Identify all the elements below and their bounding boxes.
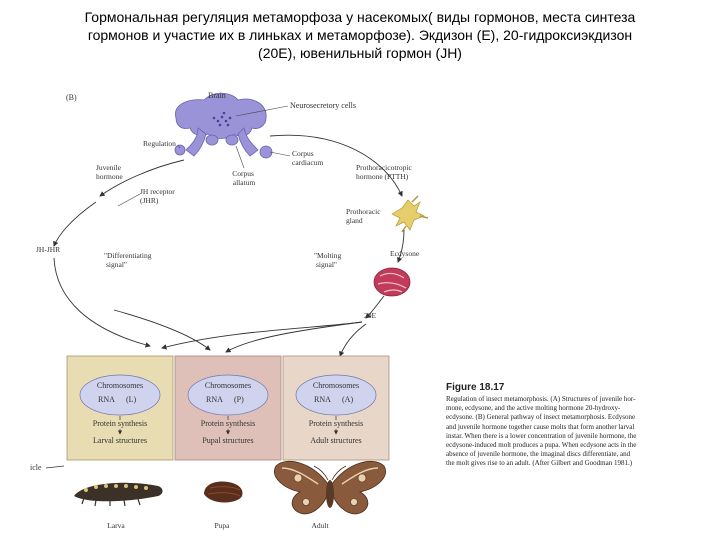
jh-jhr-arrow xyxy=(53,257,151,348)
title-line-2: гормонов и участие их в линьках и метамо… xyxy=(87,27,633,43)
slide-title: Гормональная регуляция метаморфоза у нас… xyxy=(40,8,680,62)
caption-line: and juvenile hormone together cause molt… xyxy=(446,422,635,431)
panel-label: (B) xyxy=(66,93,77,102)
ecdysone-arrow xyxy=(365,295,385,319)
adult-protein: Protein synthesis xyxy=(309,419,363,428)
title-line-1: Гормональная регуляция метаморфоза у нас… xyxy=(84,9,636,25)
pupal-rna: RNA xyxy=(206,395,223,404)
jh-arrow-1 xyxy=(99,159,185,197)
adult-label: Adult xyxy=(311,521,329,530)
pupal-protein: Protein synthesis xyxy=(201,419,255,428)
jh-jhr-label: JH-JHR xyxy=(36,245,60,254)
pupa-label: Pupa xyxy=(215,521,231,530)
juvenile-hormone-label: Juvenile hormone xyxy=(96,163,123,181)
prothoracic-gland-figure xyxy=(391,195,429,233)
adult-code: (A) xyxy=(342,395,353,404)
gland-arrow xyxy=(397,229,405,263)
caption-line: instar. When there is a lower concentrat… xyxy=(446,431,637,440)
adult-rna: RNA xyxy=(314,395,331,404)
pupa-figure xyxy=(204,481,243,503)
brain-label: Brain xyxy=(208,91,226,100)
differentiating-signal-label: "Differentiating signal" xyxy=(104,251,153,269)
e20-label: 20E xyxy=(364,311,377,320)
e20-to-pupal-arrow xyxy=(225,321,363,353)
figure-caption: Figure 18.17 Regulation of insect metamo… xyxy=(446,382,696,469)
neurosecretory-label: Neurosecretory cells xyxy=(290,101,356,110)
caption-line: absence of juvenile hormone, the imagina… xyxy=(446,450,631,459)
larval-code: (L) xyxy=(126,395,137,404)
prothoracic-gland-label: Prothoracic gland xyxy=(346,207,382,225)
larval-nucleus xyxy=(79,374,161,416)
ecdysone-cell-figure xyxy=(373,267,411,297)
larval-chromosomes: Chromosomes xyxy=(97,381,143,390)
larval-protein: Protein synthesis xyxy=(93,419,147,428)
caption-line: ecdysone. (B) General pathway of insect … xyxy=(446,413,636,422)
title-line-3: (20Е), ювенильный гормон (JH) xyxy=(258,45,462,61)
pupal-nucleus xyxy=(187,374,269,416)
jh-receptor-label: JH receptor (JHR) xyxy=(140,187,177,205)
molting-signal-label: "Molting signal" xyxy=(314,251,343,269)
ecdysone-label: Ecdysone xyxy=(390,249,420,258)
brain-figure xyxy=(174,92,273,159)
ptth-arrow xyxy=(269,134,403,197)
regulation-label: Regulation xyxy=(143,139,176,148)
corpus-allatum-label: Corpus allatum xyxy=(232,169,256,187)
ptth-label: Prothoracicotropic hormone (PTTH) xyxy=(356,163,414,181)
caption-line: ecdysone-induced molt produces a pupa. W… xyxy=(446,441,637,450)
larva-figure xyxy=(74,482,163,507)
caption-line: Regulation of insect metamorphosis. (A) … xyxy=(446,395,636,403)
cycle-label: icle xyxy=(30,463,42,472)
e20-to-adult-arrow xyxy=(339,323,367,357)
larval-structures: Larval structures xyxy=(93,436,147,445)
pupal-code: (P) xyxy=(234,395,244,404)
adult-structures: Adult structures xyxy=(310,436,361,445)
caption-line: the molt gives rise to an adult. (After … xyxy=(446,459,633,468)
adult-chromosomes: Chromosomes xyxy=(313,381,359,390)
figure-number: Figure 18.17 xyxy=(446,382,505,393)
jh-to-pupal-arrow xyxy=(113,309,211,351)
larval-rna: RNA xyxy=(98,395,115,404)
pupal-structures: Pupal structures xyxy=(202,436,253,445)
adult-moth-figure xyxy=(274,460,386,515)
neurosecretory-leader xyxy=(235,105,289,117)
pupal-chromosomes: Chromosomes xyxy=(205,381,251,390)
jh-arrow-2 xyxy=(53,201,97,247)
adult-nucleus xyxy=(295,374,377,416)
corpus-cardiacum-label: Corpus cardiacum xyxy=(292,149,323,167)
caption-line: mone, ecdysone, and the active molting h… xyxy=(446,404,621,413)
larva-label: Larva xyxy=(107,521,125,530)
